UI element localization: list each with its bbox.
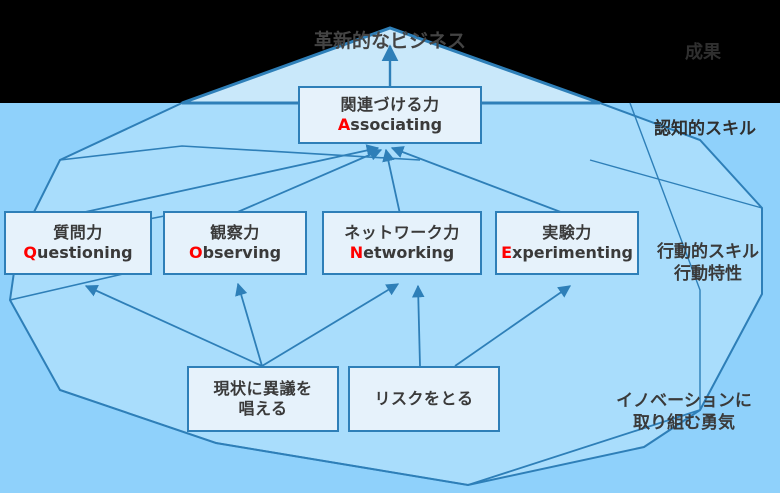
peak-outcome-text: 革新的なビジネス	[313, 30, 466, 52]
arrow-networking-to-associating	[382, 148, 401, 215]
box-associating-jp: 関連づける力	[340, 94, 440, 114]
arrow-experimenting-to-associating	[390, 146, 567, 215]
iceberg-facet-6	[699, 293, 763, 411]
box-experimenting-en-cap: E	[501, 243, 513, 262]
outcome-side-label: 成果	[648, 18, 758, 65]
arrow-risk-to-networking	[411, 284, 425, 367]
cognitive-skill-label-text: 認知的スキル	[654, 119, 756, 140]
box-networking-jp: ネットワーク力	[344, 222, 460, 242]
iceberg-facet-7	[629, 102, 701, 410]
box-experimenting[interactable]: 実験力 Experimenting	[495, 211, 639, 275]
behavioral-skill-label: 行動的スキル 行動特性	[636, 219, 780, 285]
box-observing-en: Observing	[189, 243, 281, 263]
courage-label: イノベーションに 取り組む勇気	[588, 368, 780, 434]
arrow-risk-to-experimenting	[454, 285, 572, 367]
iceberg-facet-4	[59, 389, 217, 444]
box-associating-en-rest: ssociating	[350, 115, 443, 134]
courage-label-text: イノベーションに 取り組む勇気	[616, 391, 752, 434]
iceberg-facet-8	[589, 159, 763, 209]
box-questioning-en-rest: uestioning	[37, 243, 133, 262]
box-take-risks-jp: リスクをとる	[374, 388, 474, 408]
arrow-challenge-to-observing	[235, 282, 263, 367]
arrow-questioning-to-associating	[75, 144, 380, 215]
box-questioning-en: Questioning	[23, 243, 132, 263]
box-questioning-en-cap: Q	[23, 243, 37, 262]
cognitive-skill-label: 認知的スキル	[630, 96, 780, 140]
box-associating-en-cap: A	[337, 115, 351, 134]
outcome-side-label-text: 成果	[685, 42, 721, 64]
box-questioning[interactable]: 質問力 Questioning	[4, 211, 152, 275]
box-networking-en-cap: N	[349, 243, 364, 262]
box-associating[interactable]: 関連づける力 Associating	[298, 86, 482, 144]
box-observing-en-cap: O	[188, 243, 203, 262]
box-experimenting-en: Experimenting	[501, 243, 633, 263]
box-questioning-jp: 質問力	[53, 222, 103, 242]
arrow-challenge-to-questioning	[84, 284, 263, 367]
box-experimenting-en-rest: xperimenting	[512, 243, 633, 262]
behavioral-skill-label-text: 行動的スキル 行動特性	[657, 242, 759, 285]
box-take-risks[interactable]: リスクをとる	[348, 366, 500, 432]
box-networking-en-rest: etworking	[363, 243, 455, 262]
peak-outcome-label: 革新的なビジネス	[0, 26, 780, 53]
iceberg-facet-5	[215, 409, 701, 486]
box-observing-en-rest: bserving	[202, 243, 282, 262]
box-networking-en: Networking	[350, 243, 455, 263]
box-observing[interactable]: 観察力 Observing	[163, 211, 307, 275]
box-experimenting-jp: 実験力	[542, 222, 592, 242]
box-challenge-status-quo-jp: 現状に異議を 唱える	[213, 378, 313, 418]
box-observing-jp: 観察力	[210, 222, 260, 242]
iceberg-facet-3	[9, 269, 141, 301]
arrow-challenge-to-networking	[261, 283, 400, 367]
arrow-observing-to-associating	[232, 148, 383, 215]
box-challenge-status-quo[interactable]: 現状に異議を 唱える	[187, 366, 339, 432]
box-associating-en: Associating	[338, 115, 442, 135]
box-networking[interactable]: ネットワーク力 Networking	[322, 211, 482, 275]
